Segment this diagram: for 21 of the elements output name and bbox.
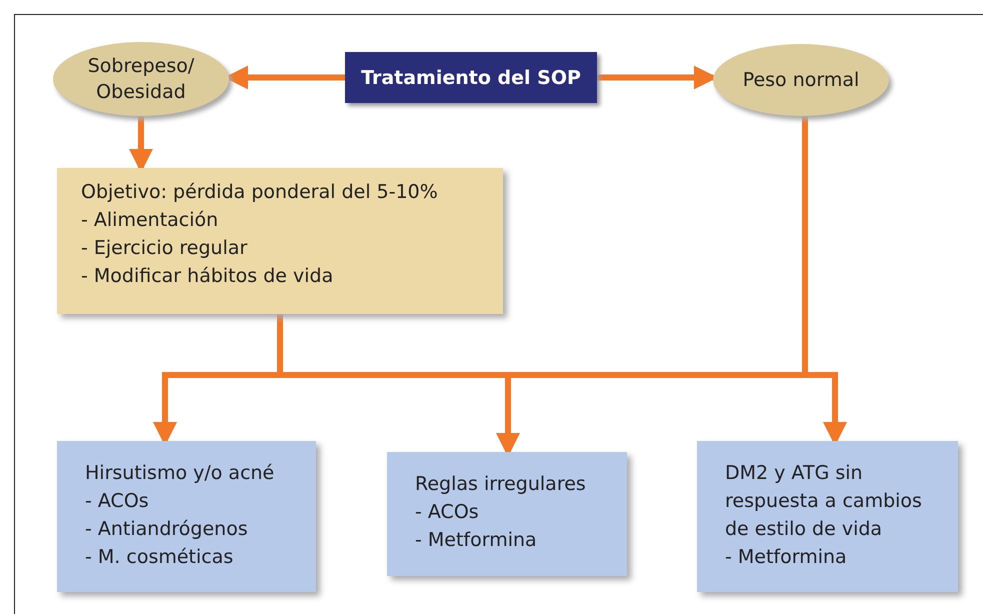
- node-text: - ACOs: [85, 489, 150, 514]
- node-text: - ACOs: [415, 500, 480, 525]
- process-box: [57, 441, 316, 592]
- node-text: Objetivo: pérdida ponderal del 5-10%: [81, 180, 439, 205]
- node-text: Reglas irregulares: [415, 472, 587, 497]
- node-text: - Ejercicio regular: [81, 236, 248, 261]
- node-text: - Metformina: [415, 528, 538, 553]
- node-text: - Metformina: [725, 545, 848, 570]
- node-text: Tratamiento del SOP: [361, 66, 581, 90]
- node-text: - Alimentación: [81, 208, 220, 233]
- node-text: Peso normal: [742, 68, 860, 93]
- node-text: - M. cosméticas: [85, 545, 234, 570]
- node-text: Hirsutismo y/o acné: [85, 461, 276, 486]
- node-text: Sobrepeso/ Obesidad: [86, 54, 196, 105]
- node-text: DM2 y ATG sin respuesta a cambios de estilo de vida: [725, 461, 923, 542]
- node-text: - Modificar hábitos de vida: [81, 264, 334, 289]
- process-box: [387, 452, 627, 576]
- process-box: [57, 168, 503, 314]
- title-box: [345, 52, 597, 103]
- process-box: [697, 441, 958, 592]
- node-text: - Antiandrógenos: [85, 517, 249, 542]
